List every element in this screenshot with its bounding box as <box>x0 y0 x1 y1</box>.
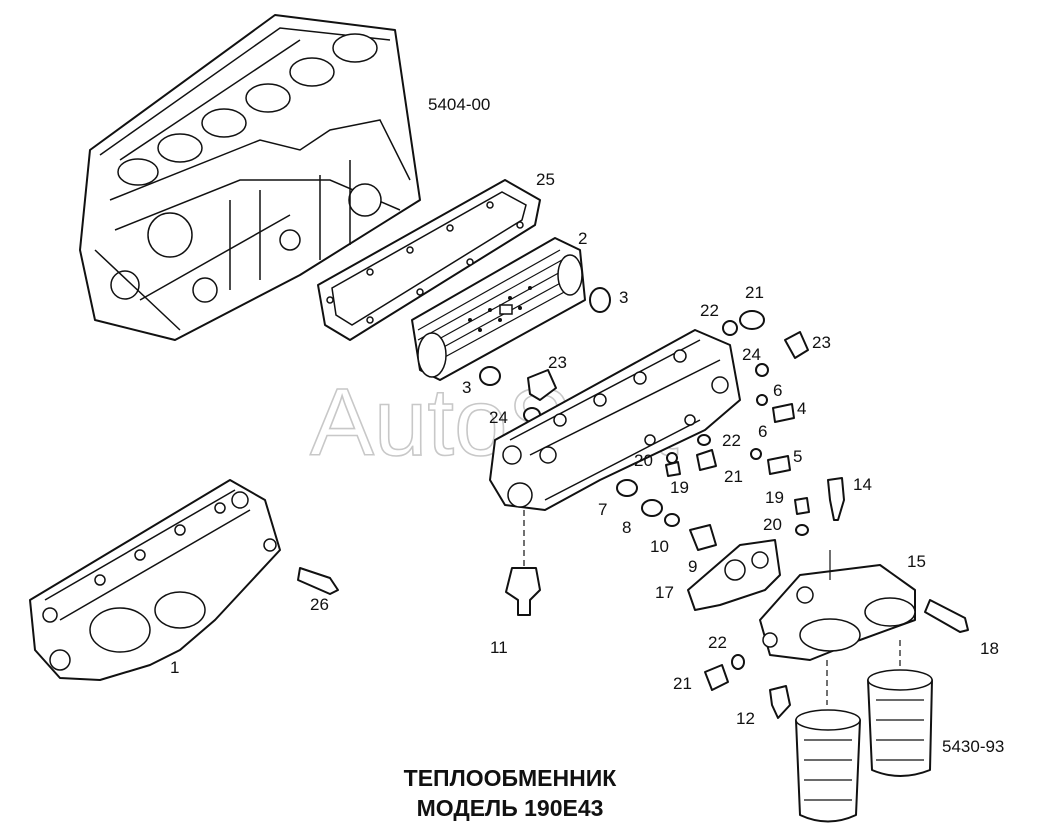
plug <box>616 479 638 497</box>
callout-11: 11 <box>490 638 508 657</box>
callout-22-bottom: 22 <box>708 633 727 652</box>
diagram-title-line2: МОДЕЛЬ 190Е43 <box>417 795 604 821</box>
callout-5: 5 <box>793 447 802 466</box>
callout-21-mid: 21 <box>724 467 743 486</box>
callout-20-top: 20 <box>634 451 653 470</box>
bolt <box>924 599 969 633</box>
callout-15: 15 <box>907 552 926 571</box>
valve <box>769 685 791 719</box>
washer <box>697 434 711 446</box>
diagram-title-line1: ТЕПЛООБМЕННИК <box>404 765 618 791</box>
temperature-sensor <box>505 567 541 616</box>
washer <box>666 452 678 464</box>
pressure-sensor <box>827 477 845 521</box>
washer <box>750 448 762 460</box>
callout-21-bottom: 21 <box>673 674 692 693</box>
callout-7: 7 <box>598 500 607 519</box>
sleeve <box>641 499 663 517</box>
callout-20-right: 20 <box>763 515 782 534</box>
filter-head <box>759 564 916 661</box>
adapter <box>689 524 717 551</box>
callout-2: 2 <box>578 229 587 248</box>
plug-cap <box>784 331 809 359</box>
seal-ring <box>755 363 769 377</box>
engine-block <box>79 14 421 341</box>
plug <box>665 461 681 477</box>
callout-25: 25 <box>536 170 555 189</box>
o-ring <box>479 366 501 386</box>
callout-23-right: 23 <box>812 333 831 352</box>
washer <box>731 654 745 670</box>
bolt <box>772 403 795 423</box>
plug <box>704 664 729 691</box>
callout-19-right: 19 <box>765 488 784 507</box>
o-ring <box>589 287 611 313</box>
callout-14: 14 <box>853 475 872 494</box>
callout-6-top: 6 <box>773 381 782 400</box>
washer <box>722 320 738 336</box>
callout-4: 4 <box>797 399 806 418</box>
washer <box>756 394 768 406</box>
callout-19-top: 19 <box>670 478 689 497</box>
oil-filter-cartridge <box>795 709 861 823</box>
callout-6-bottom: 6 <box>758 422 767 441</box>
callout-26: 26 <box>310 595 329 614</box>
callout-12: 12 <box>736 709 755 728</box>
callout-1: 1 <box>170 658 179 677</box>
washer <box>795 524 809 536</box>
gasket <box>317 179 541 341</box>
callout-24-left: 24 <box>489 408 508 427</box>
callout-22-top: 22 <box>700 301 719 320</box>
callout-23-left: 23 <box>548 353 567 372</box>
filter-ref-code: 5430-93 <box>942 737 1004 756</box>
block-ref-code: 5404-00 <box>428 95 490 114</box>
cooler-housing <box>489 329 741 511</box>
callout-10: 10 <box>650 537 669 556</box>
bolt <box>297 567 339 595</box>
callout-17: 17 <box>655 583 674 602</box>
plug <box>696 449 717 471</box>
heat-exchanger-core <box>411 237 586 381</box>
washer <box>664 513 680 527</box>
plug-cap <box>527 369 557 401</box>
callout-3-bottom: 3 <box>462 378 471 397</box>
callout-8: 8 <box>622 518 631 537</box>
oil-filter-cartridge <box>867 669 933 777</box>
callout-18: 18 <box>980 639 999 658</box>
callout-9: 9 <box>688 557 697 576</box>
callout-24-right: 24 <box>742 345 761 364</box>
plug <box>739 310 765 330</box>
callout-3-top: 3 <box>619 288 628 307</box>
callout-21-top: 21 <box>745 283 764 302</box>
cooler-cover <box>29 479 281 681</box>
bolt <box>767 455 791 475</box>
callout-22-mid: 22 <box>722 431 741 450</box>
plug <box>794 497 810 515</box>
